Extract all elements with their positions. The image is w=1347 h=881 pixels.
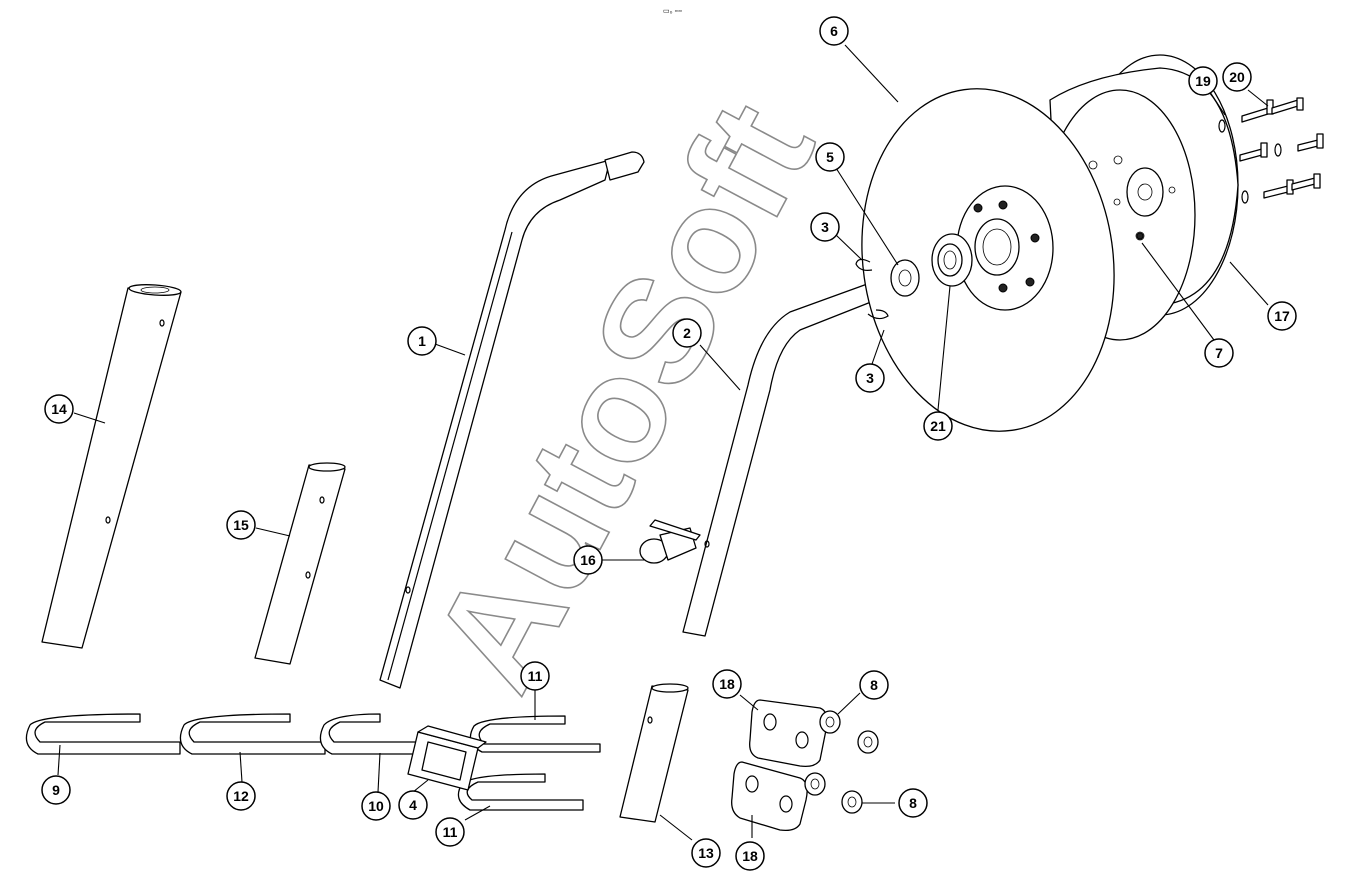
circlip-3b <box>867 309 889 320</box>
svg-text:20: 20 <box>1229 69 1245 85</box>
callout-11-bottom: 11 <box>435 817 465 847</box>
svg-text:18: 18 <box>719 676 735 692</box>
header-mark: ▭₀ ▫▫▫ <box>663 8 682 15</box>
callout-1: 1 <box>407 326 437 356</box>
handle-1 <box>379 151 645 689</box>
tube-15 <box>254 462 346 665</box>
clip-16 <box>639 519 701 564</box>
svg-text:11: 11 <box>528 668 543 684</box>
callout-19: 19 <box>1188 66 1218 96</box>
svg-text:8: 8 <box>870 677 878 693</box>
nut-7 <box>1136 232 1144 240</box>
svg-text:11: 11 <box>443 824 458 840</box>
callout-18-top: 18 <box>712 669 742 699</box>
u-bracket-12 <box>179 713 326 755</box>
callout-6: 6 <box>819 16 849 46</box>
bolts-20 <box>1239 97 1324 199</box>
svg-text:3: 3 <box>866 370 874 386</box>
svg-text:8: 8 <box>909 795 917 811</box>
callout-13: 13 <box>691 838 721 868</box>
tube-13 <box>619 683 689 823</box>
svg-text:16: 16 <box>580 552 596 568</box>
plate-18a <box>749 699 828 768</box>
svg-text:21: 21 <box>930 418 946 434</box>
callout-7: 7 <box>1204 338 1234 368</box>
callout-20: 20 <box>1222 62 1252 92</box>
svg-text:13: 13 <box>698 845 714 861</box>
svg-text:2: 2 <box>683 325 691 341</box>
callout-8-top: 8 <box>859 670 889 700</box>
callout-2: 2 <box>672 318 702 348</box>
svg-text:17: 17 <box>1274 308 1290 324</box>
callout-17: 17 <box>1267 301 1297 331</box>
svg-text:4: 4 <box>409 797 417 813</box>
svg-text:5: 5 <box>826 149 834 165</box>
leader-lines <box>57 44 1269 841</box>
washers-19 <box>1274 143 1282 157</box>
callout-8-bottom: 8 <box>898 788 928 818</box>
u-bracket-11b <box>457 773 584 811</box>
svg-text:12: 12 <box>233 788 249 804</box>
svg-text:14: 14 <box>51 401 67 417</box>
callout-4: 4 <box>398 790 428 820</box>
callout-16: 16 <box>573 545 603 575</box>
nuts-8 <box>804 710 879 814</box>
clamp-4 <box>407 725 487 791</box>
callout-12: 12 <box>226 781 256 811</box>
callout-3-bottom: 3 <box>855 363 885 393</box>
svg-text:7: 7 <box>1215 345 1223 361</box>
circlip-3a <box>855 258 873 271</box>
callout-3-top: 3 <box>810 212 840 242</box>
u-bracket-10 <box>319 713 421 755</box>
callout-11-top: 11 <box>520 661 550 691</box>
plate-18b <box>731 761 808 832</box>
callout-10: 10 <box>361 791 391 821</box>
svg-text:9: 9 <box>52 782 60 798</box>
u-bracket-11a <box>469 715 601 753</box>
svg-text:15: 15 <box>233 517 249 533</box>
callout-18-bottom: 18 <box>735 841 765 871</box>
svg-text:19: 19 <box>1195 73 1211 89</box>
spacer-5 <box>890 259 920 297</box>
svg-text:1: 1 <box>418 333 426 349</box>
callout-5: 5 <box>815 142 845 172</box>
callout-21: 21 <box>923 411 953 441</box>
tube-14 <box>41 284 182 649</box>
callout-9: 9 <box>41 775 71 805</box>
svg-text:18: 18 <box>742 848 758 864</box>
bearing-21 <box>931 233 973 287</box>
svg-text:6: 6 <box>830 23 838 39</box>
svg-text:10: 10 <box>368 798 384 814</box>
callout-15: 15 <box>226 510 256 540</box>
u-bracket-9 <box>25 713 181 755</box>
callout-14: 14 <box>44 394 74 424</box>
svg-text:3: 3 <box>821 219 829 235</box>
wheel-6 <box>861 88 1115 432</box>
